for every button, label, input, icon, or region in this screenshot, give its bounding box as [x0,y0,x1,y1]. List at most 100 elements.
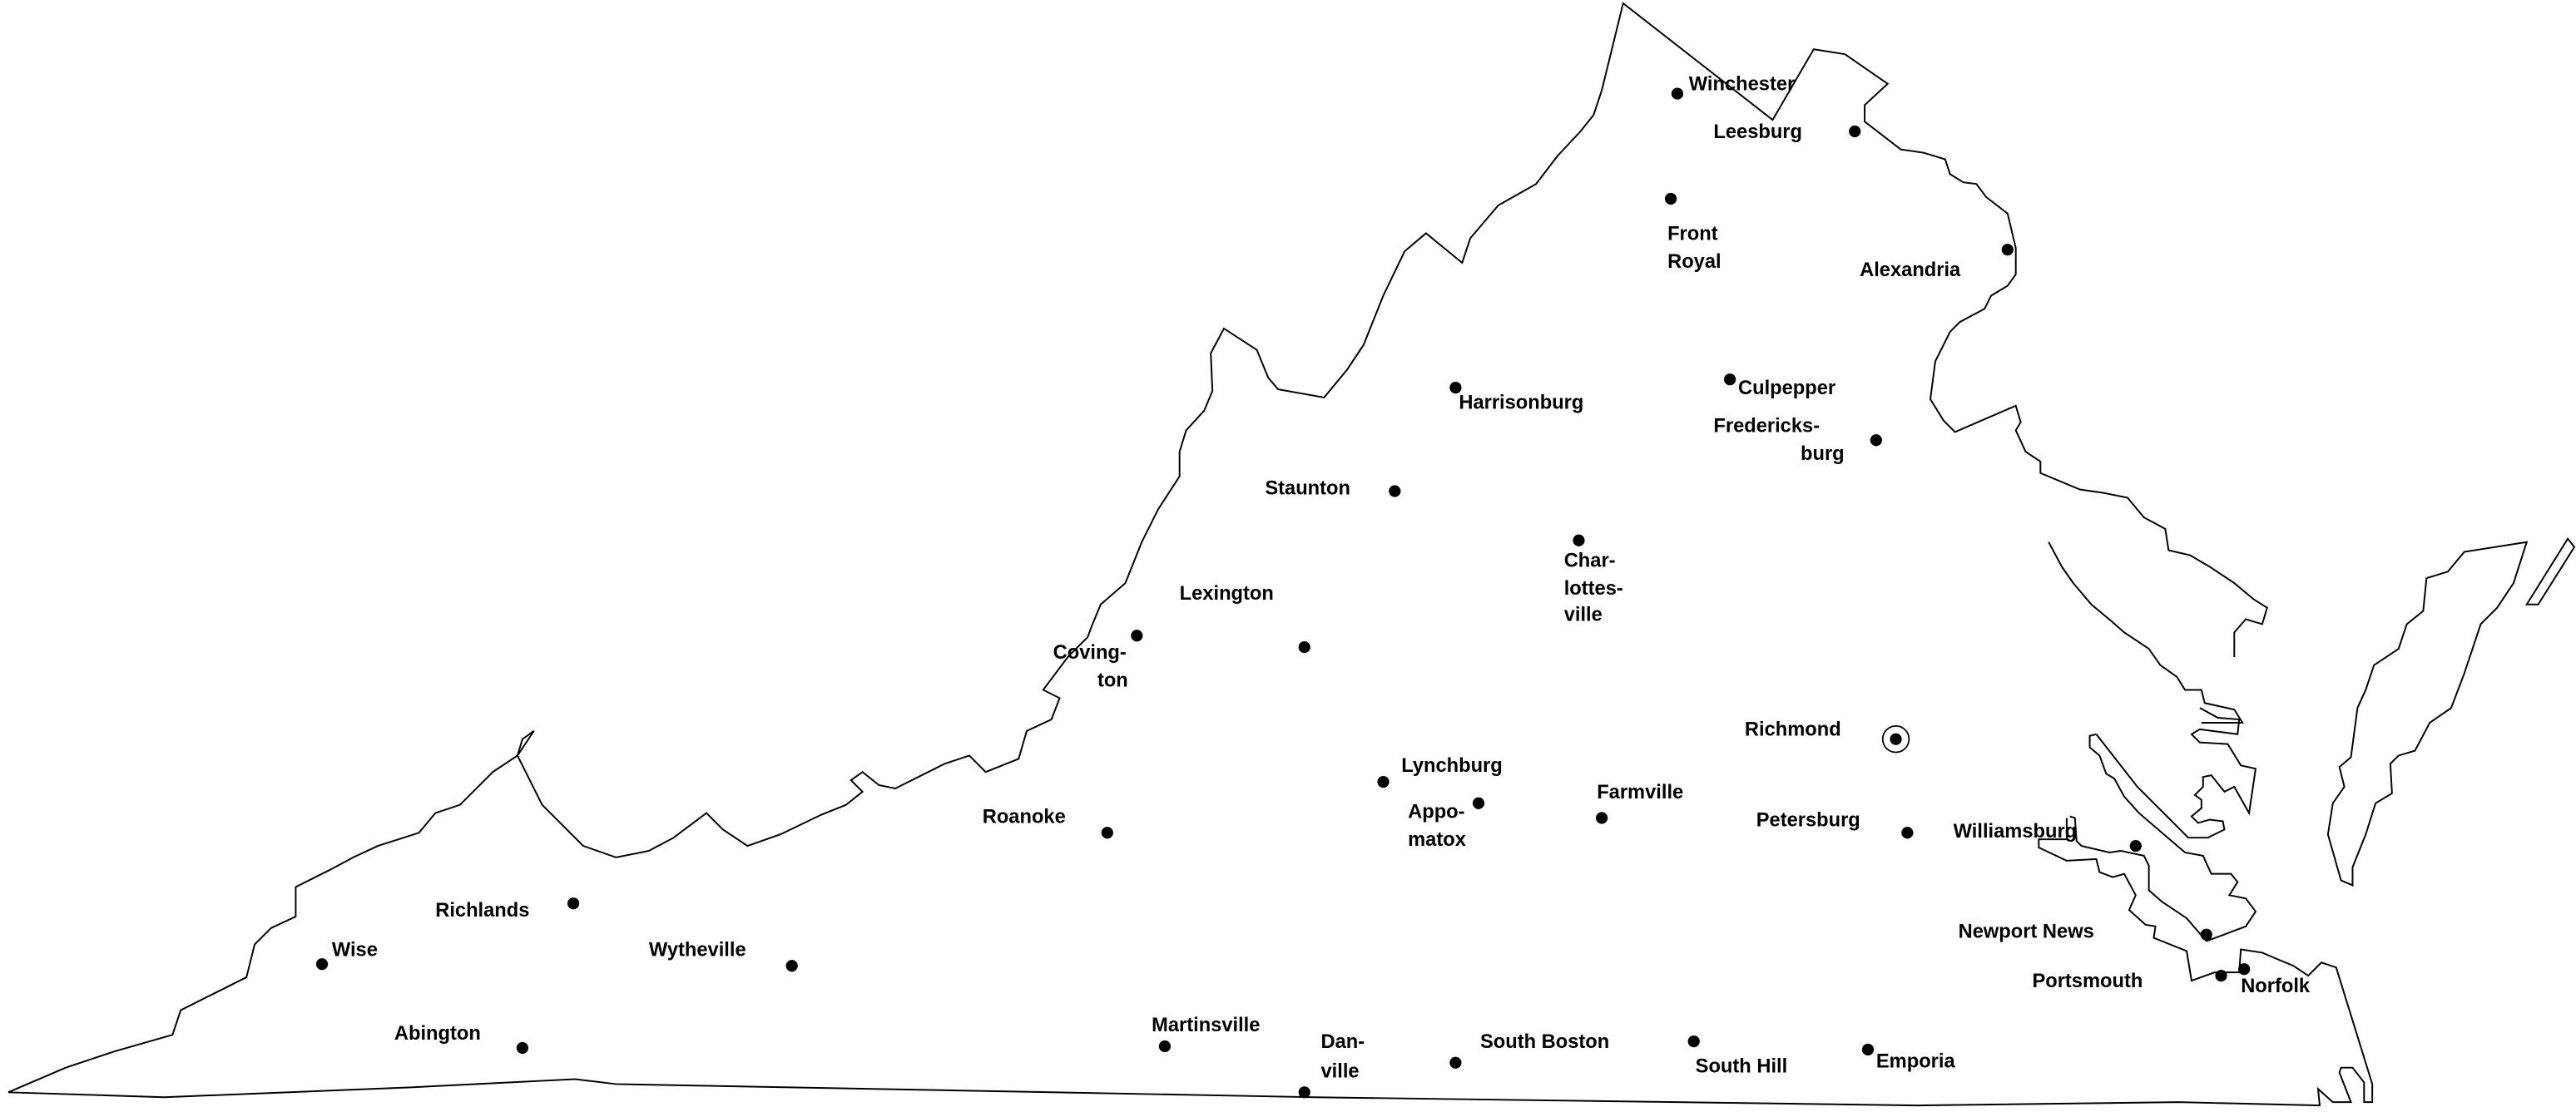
city-dot [2129,839,2142,853]
city-label: South Hill [1696,1056,1788,1078]
city-label: South Boston [1480,1031,1609,1053]
city-dot [1298,640,1310,654]
city-dot [1687,1035,1700,1048]
city-winchester: Winchester [1671,74,1795,100]
city-label: Front [1667,223,1718,245]
city-lynchburg: Lynchburg [1377,755,1503,788]
city-label: Staunton [1265,477,1350,499]
city-label: Coving- [1053,642,1127,664]
rappahannock-shore [2048,541,2244,724]
city-martinsville: Martinsville [1152,1015,1260,1053]
city-alexandria: Alexandria [1860,244,2014,281]
city-label: Leesburg [1713,121,1802,143]
city-dot [1573,534,1585,546]
city-dot [315,958,329,971]
city-roanoke: Roanoke [983,806,1113,839]
city-harrisonburg: Harrisonburg [1449,381,1583,414]
city-lexington: Lexington [1180,583,1310,654]
city-label: matox [1408,829,1466,851]
city-newport-news: Newport News [1959,922,2212,943]
city-richlands: Richlands [435,897,580,922]
city-label: Royal [1667,251,1721,273]
city-dot [2238,963,2251,976]
city-label: Lexington [1180,583,1274,605]
city-dot [1449,381,1462,394]
city-dot [1101,827,1113,839]
city-label: Char- [1564,550,1616,571]
eastern-shore [2326,541,2529,887]
city-dot [2215,969,2227,982]
city-label: Martinsville [1152,1015,1260,1036]
city-label: Winchester [1689,74,1795,96]
state-border-south-east [7,818,2374,1107]
city-label: ville [1564,605,1603,626]
city-dot [1131,630,1143,642]
city-leesburg: Leesburg [1713,121,1861,143]
city-label: Appo- [1408,801,1464,823]
city-richmond: Richmond [1745,719,1910,754]
city-label: Harrisonburg [1459,393,1583,414]
city-farmville: Farmville [1596,782,1683,824]
city-label: Roanoke [983,806,1066,828]
city-dot [1890,733,1902,745]
city-appomatox: Appo- matox [1408,797,1485,851]
city-label: Lynchburg [1401,755,1503,777]
city-label: Emporia [1876,1051,1956,1073]
peninsula-shore [2088,733,2257,942]
city-dot [1671,87,1684,100]
city-dot [1472,797,1485,809]
city-label: Farmville [1597,782,1683,803]
city-label: Wise [332,939,378,961]
city-label: Portsmouth [2032,971,2143,992]
city-label: burg [1801,443,1845,465]
city-dot [1596,812,1608,824]
city-label: Richlands [435,900,529,922]
city-dot [2200,928,2212,941]
city-label: Norfolk [2241,976,2311,997]
city-dot [1389,485,1401,497]
city-south-boston: South Boston [1449,1031,1609,1069]
city-label: Dan- [1320,1031,1365,1053]
city-norfolk: Norfolk [2238,963,2311,997]
city-dot [1158,1040,1172,1053]
city-charlottesville: Char- lottes- ville [1564,534,1623,626]
eastern-shore-islet [2524,537,2576,605]
city-south-hill: South Hill [1687,1035,1788,1078]
city-danville: Dan- ville [1298,1031,1365,1099]
city-label: ton [1097,670,1128,692]
city-dot [1377,775,1390,788]
city-label: Alexandria [1860,259,1961,281]
city-dot [2001,244,2014,256]
city-staunton: Staunton [1265,477,1401,499]
city-dot [1861,1043,1875,1056]
city-wise: Wise [315,939,378,971]
city-dot [516,1041,528,1055]
city-dot [1298,1086,1310,1099]
city-dot [1724,373,1736,386]
city-label: Fredericks- [1713,415,1820,437]
city-culpepper: Culpepper [1724,373,1835,399]
city-front-royal: Front Royal [1664,192,1721,273]
city-dot [1870,434,1882,447]
city-emporia: Emporia [1861,1043,1956,1073]
city-label: Petersburg [1756,809,1860,831]
city-label: Abington [394,1023,481,1045]
city-label: Williamsburg [1954,821,2078,843]
james-river-north-shore [2069,815,2207,942]
city-petersburg: Petersburg [1756,809,1914,839]
city-label: Newport News [1959,922,2094,943]
city-fredericksburg: Fredericks- burg [1713,415,1882,465]
city-dot [1449,1056,1462,1069]
city-dot [567,897,580,910]
city-label: ville [1320,1061,1359,1083]
city-dot [785,960,798,972]
city-label: Culpepper [1738,378,1835,399]
state-border-north-west [7,2,2268,1094]
city-covington: Coving- ton [1053,630,1143,692]
city-dot [1849,125,1861,138]
city-label: Wytheville [649,939,746,961]
city-dot [1664,192,1677,205]
city-dot [1901,827,1914,839]
city-label: lottes- [1564,578,1623,600]
